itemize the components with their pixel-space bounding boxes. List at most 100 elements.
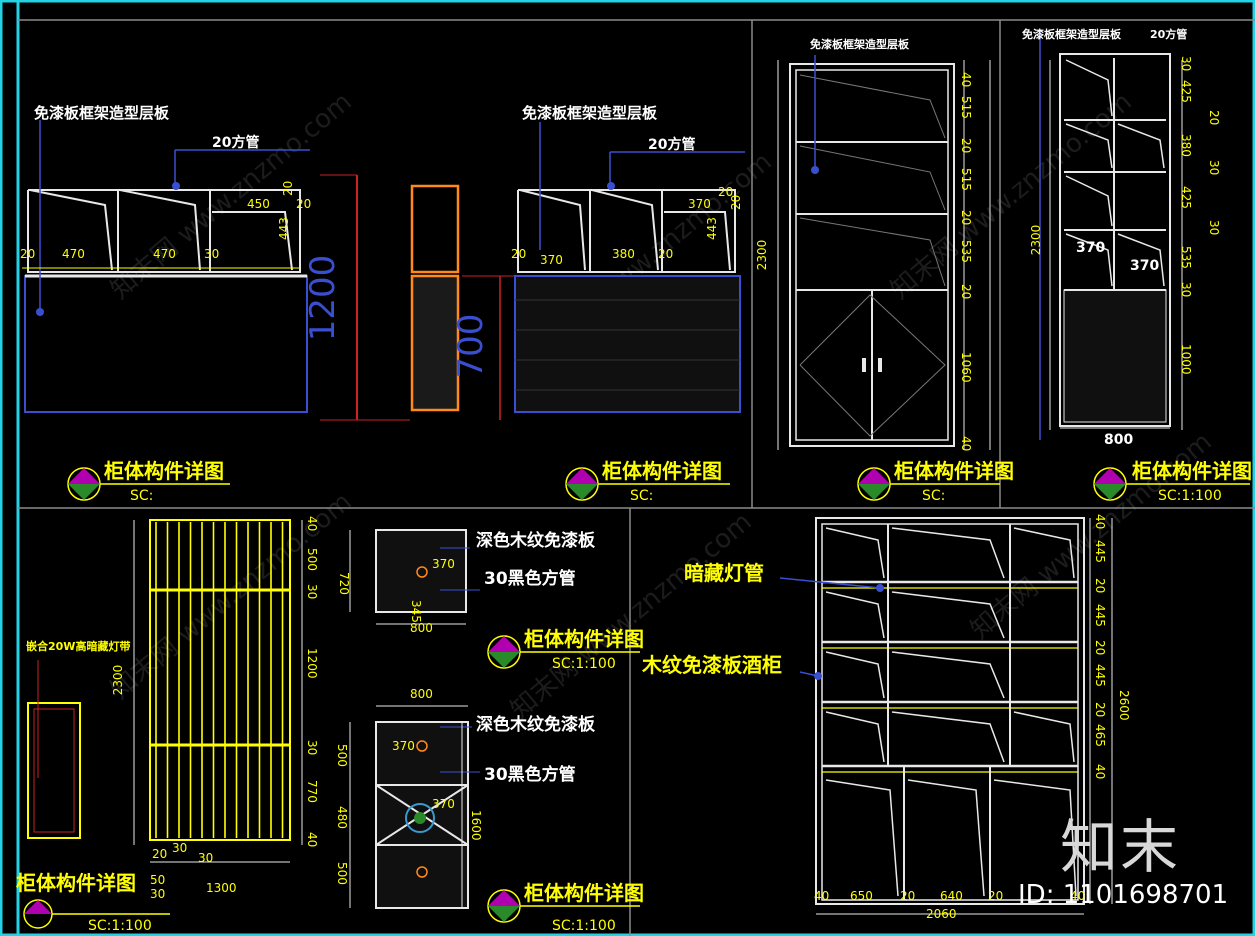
svg-text:柜体构件详图: 柜体构件详图 [524,627,644,651]
svg-text:800: 800 [410,621,433,635]
svg-text:370: 370 [540,253,563,267]
panel-1: 免漆板框架造型层板 20方管 20 470 470 30 450 20 443 … [20,104,311,504]
image-id: ID: 1101698701 [1018,880,1229,910]
svg-text:20: 20 [988,889,1003,903]
svg-text:20: 20 [152,847,167,861]
panel-8: 深色木纹免漆板 30黑色方管 370 370 800 1600 500 480 … [335,687,644,934]
svg-text:柜体构件详图: 柜体构件详图 [524,881,644,905]
svg-text:443: 443 [705,217,719,240]
svg-text:20: 20 [1093,702,1107,717]
svg-text:30: 30 [198,851,213,865]
svg-text:30黑色方管: 30黑色方管 [484,764,576,785]
svg-text:380: 380 [612,247,635,261]
svg-text:370: 370 [392,739,415,753]
panel-4: 免漆板框架造型层板 2300 40 515 20 515 20 535 20 1… [755,37,1014,504]
svg-text:2300: 2300 [111,665,125,696]
svg-text:370: 370 [1076,240,1105,256]
svg-text:20方管: 20方管 [1150,27,1187,41]
svg-text:SC:: SC: [130,488,153,504]
svg-text:425: 425 [1179,186,1193,209]
svg-text:800: 800 [410,687,433,701]
panel2-dim-1200: 1200 [303,255,343,342]
svg-text:SC:1:100: SC:1:100 [1158,488,1222,504]
svg-text:480: 480 [335,806,349,829]
svg-text:40: 40 [814,889,829,903]
svg-text:柜体构件详图: 柜体构件详图 [104,459,224,483]
svg-text:嵌合20W高暗藏灯带: 嵌合20W高暗藏灯带 [26,639,130,653]
svg-text:20: 20 [281,181,295,196]
svg-text:20: 20 [1093,578,1107,593]
svg-text:柜体构件详图: 柜体构件详图 [894,459,1014,483]
svg-text:30: 30 [1179,56,1193,71]
svg-text:770: 770 [305,780,319,803]
svg-text:20方管: 20方管 [648,136,695,153]
svg-text:370: 370 [432,557,455,571]
svg-text:20: 20 [900,889,915,903]
svg-text:1300: 1300 [206,881,237,895]
svg-text:20: 20 [959,138,973,153]
svg-text:2600: 2600 [1117,690,1131,721]
cabinet-base [24,275,308,413]
svg-text:30: 30 [172,841,187,855]
svg-text:40: 40 [959,72,973,87]
svg-text:柜体构件详图: 柜体构件详图 [16,871,136,895]
svg-text:650: 650 [850,889,873,903]
svg-text:20: 20 [959,210,973,225]
svg-text:450: 450 [247,197,270,211]
svg-text:500: 500 [305,548,319,571]
svg-text:木纹免漆板酒柜: 木纹免漆板酒柜 [641,653,782,677]
svg-text:深色木纹免漆板: 深色木纹免漆板 [476,530,596,551]
svg-text:535: 535 [1179,246,1193,269]
svg-text:40: 40 [959,436,973,451]
svg-text:1000: 1000 [1179,344,1193,375]
svg-text:500: 500 [335,744,349,767]
svg-text:50: 50 [150,873,165,887]
panel3-title-block: 柜体构件详图 SC: [565,459,730,504]
panel-2: 1200 700 [303,174,520,421]
svg-text:1060: 1060 [959,352,973,383]
svg-text:370: 370 [688,197,711,211]
svg-text:SC:1:100: SC:1:100 [88,918,152,934]
svg-text:40: 40 [1093,514,1107,529]
svg-text:425: 425 [1179,80,1193,103]
svg-text:免漆板框架造型层板: 免漆板框架造型层板 [1022,27,1122,41]
svg-text:SC:: SC: [630,488,653,504]
svg-text:445: 445 [1093,604,1107,627]
panel8-title-block: 柜体构件详图 SC:1:100 [487,881,644,934]
svg-text:20: 20 [511,247,526,261]
svg-text:免漆板框架造型层板: 免漆板框架造型层板 [522,104,658,122]
svg-text:30: 30 [1207,160,1221,175]
svg-text:30: 30 [305,584,319,599]
panel-7: 深色木纹免漆板 30黑色方管 370 345 800 720 柜体构件详图 SC… [337,529,644,672]
panel1-tube: 20方管 [212,134,259,151]
panel1-title-block: 柜体构件详图 SC: [67,459,230,504]
svg-text:2300: 2300 [755,240,769,271]
svg-text:30黑色方管: 30黑色方管 [484,568,576,589]
svg-text:SC:1:100: SC:1:100 [552,656,616,672]
panel-3: 免漆板框架造型层板 20方管 20 370 380 20 370 20 443 … [511,104,745,504]
svg-text:515: 515 [959,168,973,191]
svg-text:20: 20 [718,185,733,199]
svg-text:30: 30 [1207,220,1221,235]
panel6-title-block: 柜体构件详图 SC:1:100 [16,871,170,934]
svg-text:40: 40 [305,832,319,847]
svg-text:20: 20 [20,247,35,261]
svg-text:370: 370 [1130,258,1159,274]
svg-text:20: 20 [658,247,673,261]
svg-text:465: 465 [1093,724,1107,747]
svg-text:40: 40 [305,516,319,531]
svg-text:370: 370 [432,797,455,811]
svg-text:30: 30 [305,740,319,755]
svg-text:SC:: SC: [922,488,945,504]
panel1-note: 免漆板框架造型层板 [34,104,170,122]
svg-text:800: 800 [1104,432,1133,448]
svg-text:30: 30 [204,247,219,261]
panel-6: 嵌合20W高暗藏灯带 2300 40 500 30 1200 30 770 40… [16,516,319,934]
svg-text:2300: 2300 [1029,225,1043,256]
svg-text:640: 640 [940,889,963,903]
svg-text:柜体构件详图: 柜体构件详图 [602,459,722,483]
brand-logo: 知末 [1060,813,1181,881]
svg-text:515: 515 [959,96,973,119]
